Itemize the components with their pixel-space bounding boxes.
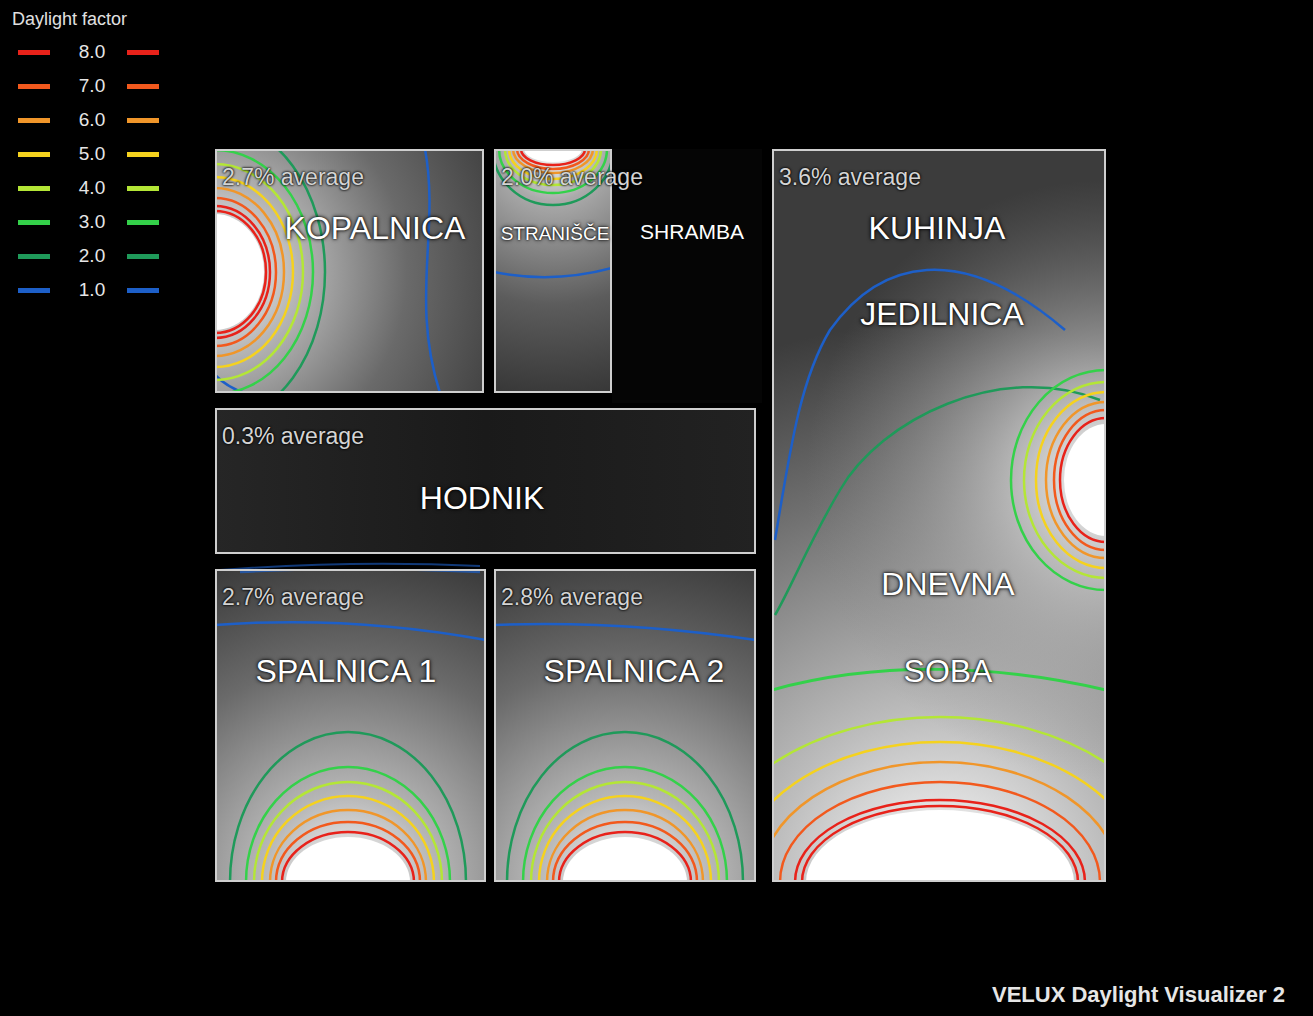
room-box: 2.7% averageKOPALNICA bbox=[215, 149, 484, 393]
room-name: DNEVNA bbox=[881, 567, 1014, 602]
room-name: KOPALNICA bbox=[285, 211, 466, 246]
room-name: SPALNICA 1 bbox=[256, 654, 437, 689]
legend-value: 7.0 bbox=[79, 75, 105, 97]
room-name: SOBA bbox=[904, 654, 993, 689]
room-name: JEDILNICA bbox=[860, 297, 1024, 332]
software-credit: VELUX Daylight Visualizer 2 bbox=[992, 983, 1285, 1007]
average-value: 2.7% average bbox=[222, 165, 364, 190]
legend-swatch bbox=[18, 152, 50, 157]
room-name: HODNIK bbox=[420, 481, 544, 516]
legend-value: 8.0 bbox=[79, 41, 105, 63]
legend-swatch bbox=[127, 254, 159, 259]
legend-swatch bbox=[18, 254, 50, 259]
room-box: 3.6% averageKUHINJA JEDILNICA DNEVNA SOBA bbox=[772, 149, 1106, 882]
average-value: 0.3% average bbox=[222, 424, 364, 449]
legend-value: 1.0 bbox=[79, 279, 105, 301]
room-name: SPALNICA 2 bbox=[544, 654, 725, 689]
legend-swatch bbox=[127, 118, 159, 123]
average-value: 2.0% average bbox=[501, 165, 643, 190]
legend-swatch bbox=[127, 152, 159, 157]
legend-swatch bbox=[18, 288, 50, 293]
legend-value: 4.0 bbox=[79, 177, 105, 199]
legend-swatch bbox=[18, 220, 50, 225]
legend-swatch bbox=[127, 186, 159, 191]
legend-value: 5.0 bbox=[79, 143, 105, 165]
legend-swatch bbox=[18, 50, 50, 55]
legend-value: 3.0 bbox=[79, 211, 105, 233]
legend-swatch bbox=[18, 186, 50, 191]
room-name: STRANIŠČE bbox=[501, 224, 610, 245]
legend-title: Daylight factor bbox=[12, 10, 127, 30]
average-value: 2.7% average bbox=[222, 585, 364, 610]
average-value: 2.8% average bbox=[501, 585, 643, 610]
average-value: 3.6% average bbox=[779, 165, 921, 190]
legend-value: 2.0 bbox=[79, 245, 105, 267]
legend-swatch bbox=[18, 118, 50, 123]
room-box: 2.8% averageSPALNICA 2 bbox=[494, 569, 756, 882]
room-box: 2.0% averageSTRANIŠČE bbox=[494, 149, 612, 393]
room-name: SHRAMBA bbox=[640, 220, 744, 243]
legend-swatch bbox=[127, 288, 159, 293]
room-name: KUHINJA bbox=[869, 211, 1006, 246]
room-box: 2.7% averageSPALNICA 1 bbox=[215, 569, 486, 882]
legend-swatch bbox=[127, 220, 159, 225]
legend-swatch bbox=[127, 50, 159, 55]
legend-swatch bbox=[18, 84, 50, 89]
legend-swatch bbox=[127, 84, 159, 89]
room-box: 0.3% averageHODNIK bbox=[215, 408, 756, 554]
legend-value: 6.0 bbox=[79, 109, 105, 131]
